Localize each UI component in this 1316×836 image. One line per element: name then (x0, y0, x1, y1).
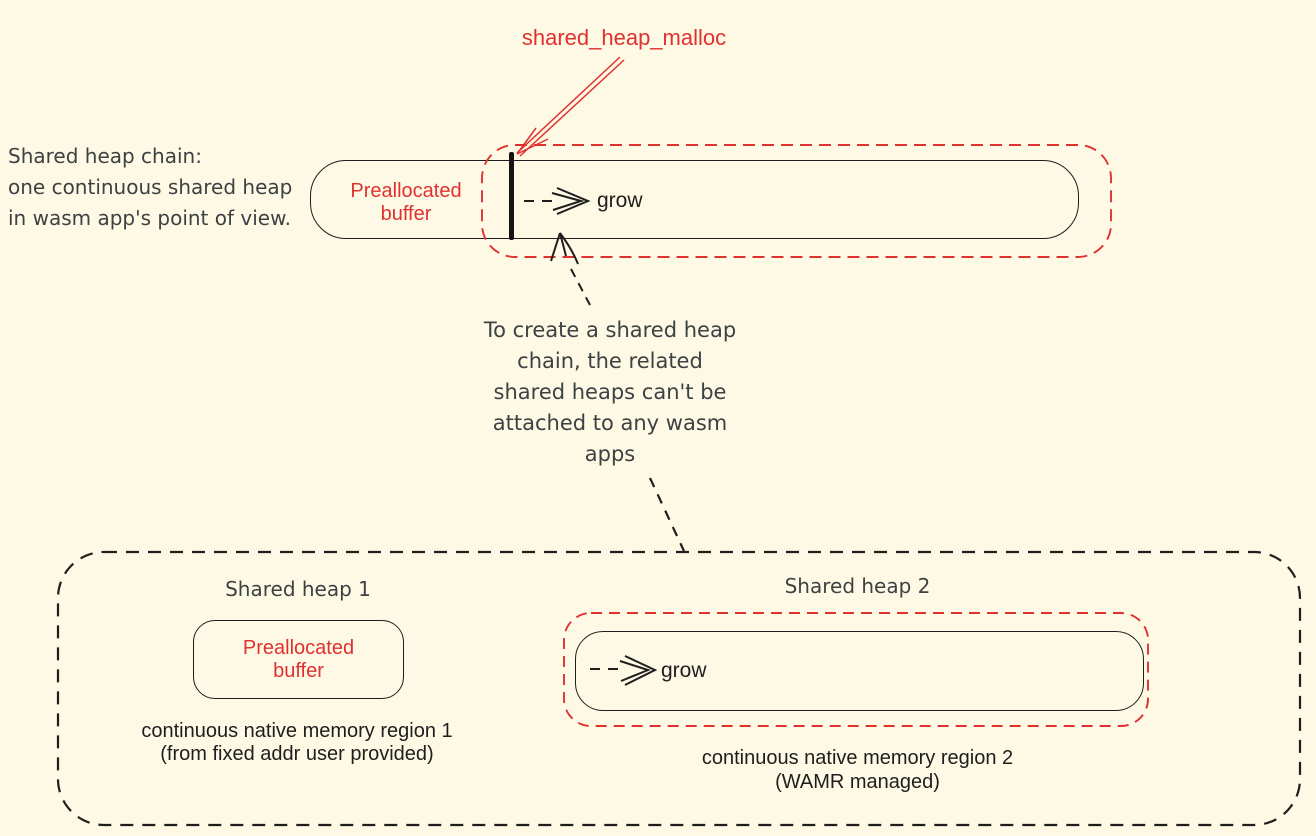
callout-pointer-arrow-icon (550, 232, 591, 306)
callout-note: To create a shared heap chain, the relat… (483, 318, 737, 466)
callout-connector-line (649, 477, 685, 552)
heap2-caption: continuous native memory region 2 (WAMR … (701, 747, 1014, 793)
malloc-function-label: shared_heap_malloc (521, 25, 727, 50)
heap1-title: Shared heap 1 (225, 577, 371, 601)
heap-divider-bar (509, 152, 514, 240)
malloc-arrow-icon (516, 56, 625, 157)
heap1-caption: continuous native memory region 1 (from … (141, 720, 453, 765)
chain-grow-label: grow (597, 189, 643, 212)
heap2-grow-label: grow (661, 659, 707, 682)
chain-description-note: Shared heap chain: one continuous shared… (8, 144, 293, 230)
shared-heap1-box: Preallocated buffer (193, 620, 404, 699)
heap1-preallocated-buffer-label: Preallocated buffer (242, 636, 355, 682)
chain-preallocated-buffer-label: Preallocated buffer (350, 180, 462, 225)
heap2-title: Shared heap 2 (784, 574, 931, 598)
